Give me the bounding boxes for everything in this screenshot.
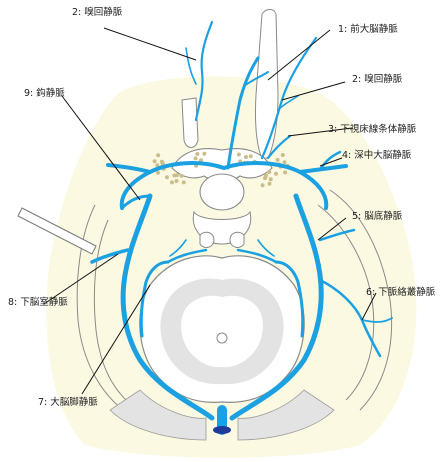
basal-vein-left: [120, 193, 215, 421]
label-olfactory-vein-right: 2: 嗅回静脈: [352, 74, 403, 85]
cerebral-aqueduct: [216, 332, 228, 344]
perforated-dot: [156, 170, 160, 175]
perforated-dot: [268, 177, 273, 182]
label-inferior-ventricular-vein: 8: 下脳室静脈: [8, 297, 68, 308]
olfactory-vein-top: [194, 20, 214, 122]
label-peduncular-vein: 7: 大脳脚静脈: [38, 397, 98, 408]
perforated-dot: [193, 156, 198, 161]
perforated-dot: [282, 160, 287, 165]
perforated-dot: [195, 152, 200, 156]
peduncular-small-left: [169, 239, 187, 257]
perforated-dot: [179, 173, 184, 178]
anterior-cerebral-vein-branch: [243, 71, 269, 87]
perforated-dot: [280, 153, 285, 157]
retractor-instrument: [17, 207, 97, 255]
peduncular-small-right: [257, 239, 275, 257]
deep-middle-cerebral-right: [298, 164, 348, 174]
left-temporal-outline-inner: [93, 219, 136, 409]
leader-lines: [43, 27, 377, 395]
basal-vein-right: [229, 193, 324, 421]
perforated-dot: [283, 170, 288, 175]
perforated-dot: [152, 159, 157, 164]
perforated-dot: [174, 179, 179, 183]
perforated-dot: [172, 173, 177, 178]
label-uncal-vein: 9: 鈎静脈: [24, 88, 65, 99]
perforated-dot: [275, 157, 280, 162]
perforated-dot: [169, 180, 174, 185]
label-thalamostriate-vein: 3: 下視床線条体静脈: [328, 124, 417, 135]
anterior-cerebral-vein: [226, 56, 260, 170]
label-deep-middle-cerebral-vein: 4: 深中大脳静脈: [342, 150, 412, 161]
perforated-dot: [165, 175, 169, 180]
perforated-dot: [267, 170, 272, 175]
interpeduncular-bridge: [166, 248, 278, 264]
perforated-dot: [159, 159, 164, 164]
thalamostriate-vein: [266, 134, 292, 160]
perforated-dot: [248, 154, 253, 159]
olfactory-vein-top-branch: [185, 47, 197, 85]
pituitary: [199, 173, 245, 211]
basal-right-lateral-spur: [318, 228, 356, 242]
perforated-dot: [155, 163, 160, 168]
midbrain-core: [181, 295, 263, 368]
deep-middle-cerebral-left: [106, 163, 152, 174]
perforated-dot: [199, 158, 203, 163]
perforated-dot: [244, 155, 248, 159]
perforated-dot: [236, 152, 241, 157]
cerebellum-left: [109, 389, 207, 441]
perforated-dot: [274, 171, 278, 176]
peduncular-vein-left: [139, 260, 170, 338]
vein-network: [90, 20, 393, 435]
inferior-ventricular-vein: [90, 248, 130, 264]
perforated-dot: [267, 181, 272, 186]
label-inferior-choroid-vein: 6: 下脈絡叢静脈: [366, 287, 436, 298]
perforated-dot: [260, 183, 265, 188]
olfactory-stub: [181, 97, 199, 148]
cerebellum-right: [237, 389, 335, 441]
olfactory-vein-right-branch: [277, 95, 299, 111]
label-anterior-cerebral-vein: 1: 前大脳静脈: [338, 24, 398, 35]
perforated-dot: [202, 151, 207, 156]
inferior-choroid-branch: [361, 317, 393, 323]
olfactory-tract: [254, 9, 279, 159]
mammillary-left: [199, 231, 215, 248]
label-basal-vein: 5: 脳底静脈: [352, 211, 403, 222]
label-olfactory-vein-top: 2: 嗅回静脈: [72, 7, 123, 18]
perforated-dot: [263, 176, 267, 181]
great-vein-plug: [213, 426, 231, 434]
perforated-dot: [156, 153, 161, 158]
right-temporal-outline: [329, 189, 393, 411]
left-temporal-outline: [76, 204, 131, 416]
deep-middle-cerebral-right-spur: [318, 150, 342, 172]
mammillary-right: [229, 231, 245, 248]
perforated-dot: [181, 180, 186, 185]
peduncular-vein-right: [274, 260, 305, 338]
